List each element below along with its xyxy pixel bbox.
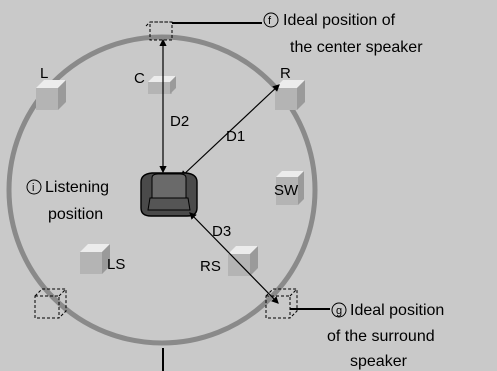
speaker-surround-left-label: LS — [107, 256, 125, 273]
surround-callout-marker-letter: g — [336, 305, 342, 317]
listening-chair — [140, 172, 198, 217]
speaker-subwoofer-label: SW — [274, 182, 299, 199]
listening-marker-circle — [26, 179, 42, 195]
ideal-surround-left-marker — [34, 288, 67, 319]
speaker-surround-right — [228, 246, 258, 276]
speaker-left-label: L — [40, 65, 48, 82]
listening-label-line1: Listening — [45, 179, 109, 196]
speaker-right — [275, 80, 305, 110]
surround-callout-line1: Ideal position — [350, 302, 444, 319]
d3-label: D3 — [212, 223, 231, 240]
d3-arrow — [189, 212, 279, 304]
speaker-surround-right-label: RS — [200, 258, 221, 275]
center-callout-marker-circle — [263, 12, 279, 28]
speaker-right-label: R — [280, 65, 291, 82]
ideal-surround-right-marker — [265, 288, 298, 319]
d2-label: D2 — [170, 113, 189, 130]
center-callout-line2: the center speaker — [290, 39, 423, 56]
speaker-left — [36, 80, 66, 110]
center-callout-line1: Ideal position of — [283, 12, 396, 29]
listening-marker-letter: i — [32, 182, 34, 194]
speaker-center — [148, 76, 176, 94]
d1-arrow — [180, 84, 280, 178]
surround-callout-line3: speaker — [350, 353, 408, 370]
speaker-subwoofer — [276, 171, 304, 205]
surround-callout-line2: of the surround — [327, 328, 435, 345]
d1-label: D1 — [226, 128, 245, 145]
surround-callout-marker-circle — [331, 302, 347, 318]
listening-label-line2: position — [48, 206, 103, 223]
speaker-surround-left — [80, 244, 110, 274]
listening-circle — [6, 34, 318, 346]
speaker-center-label: C — [134, 70, 145, 87]
center-callout-marker-letter: f — [268, 15, 272, 27]
